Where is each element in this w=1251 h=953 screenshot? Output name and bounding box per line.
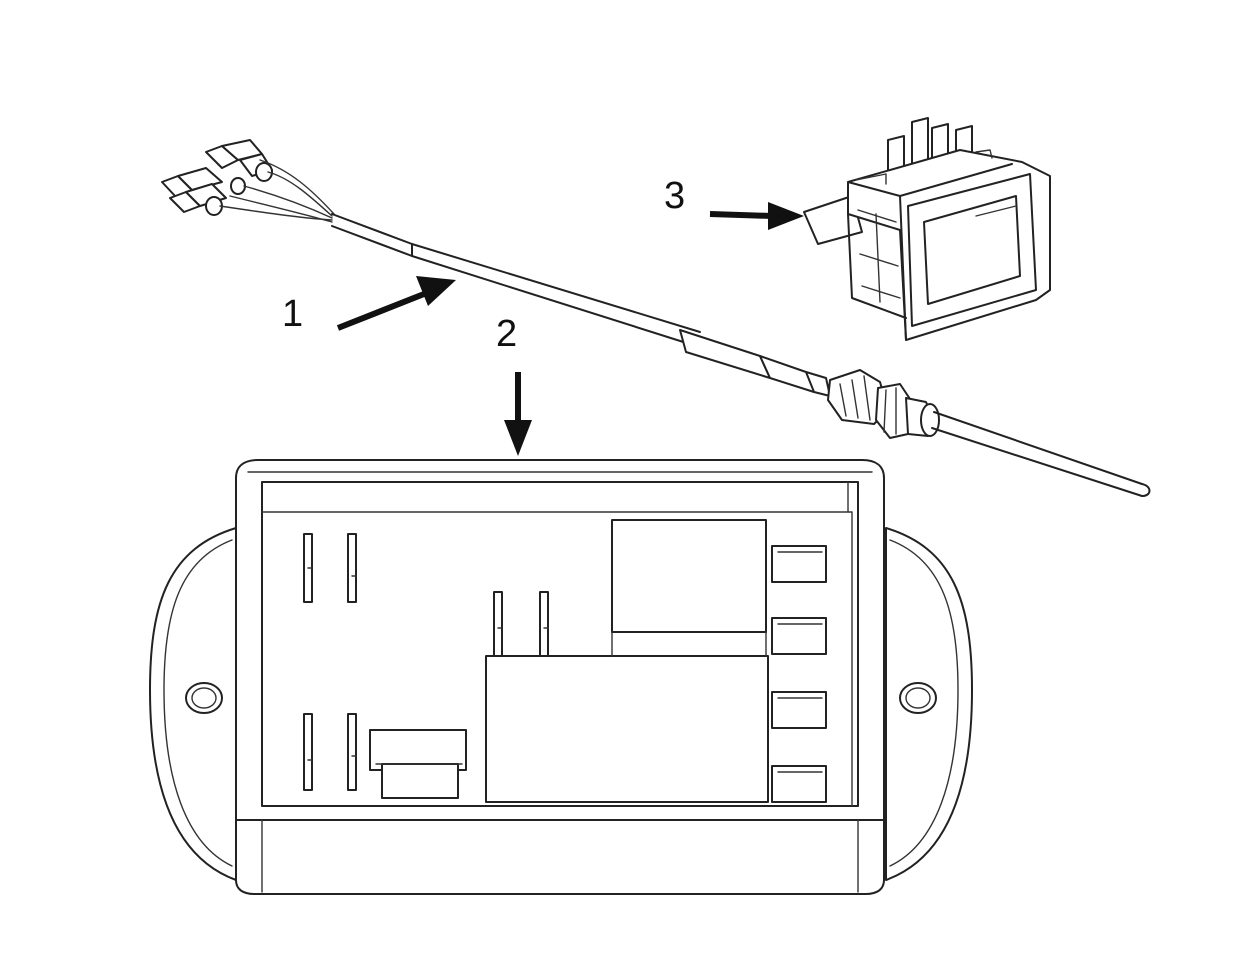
callout-label-1: 1 [282, 293, 303, 335]
callout-arrow-2 [504, 372, 532, 456]
callout-label-2: 2 [496, 313, 517, 355]
cable-sleeve [679, 329, 831, 397]
cable-jacket [331, 213, 701, 347]
callout-arrow-3 [709, 202, 804, 230]
key-button-2[interactable] [771, 617, 827, 655]
probe-rod [931, 411, 1151, 497]
keypad-buttons [771, 545, 827, 803]
connector-block [369, 729, 467, 799]
cable-connectors [161, 139, 335, 223]
callout-label-3: 3 [664, 175, 685, 217]
key-button-3[interactable] [771, 691, 827, 729]
key-button-4[interactable] [771, 765, 827, 803]
probe-threaded-fitting [827, 369, 940, 439]
rocker-switch [803, 117, 1051, 341]
probe-cable-assembly [161, 139, 1151, 497]
terminal-slots [303, 533, 357, 791]
controller-housing [149, 459, 973, 895]
display-window [485, 519, 769, 803]
callout-arrow-1 [336, 276, 456, 331]
key-button-1[interactable] [771, 545, 827, 583]
